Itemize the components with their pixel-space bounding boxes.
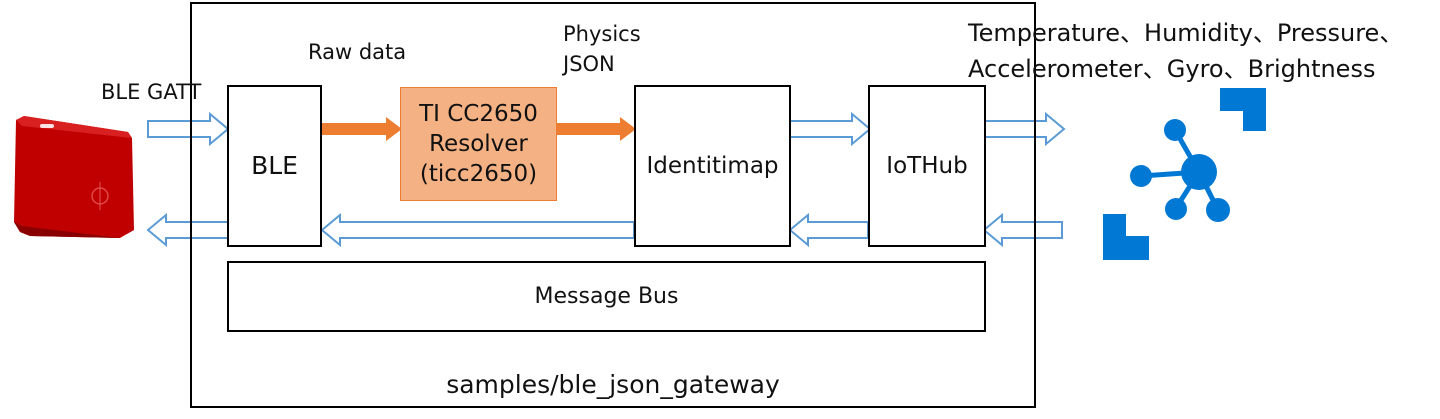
arrow-identitimap-to-ble — [320, 212, 635, 248]
ble-module-label: BLE — [251, 151, 298, 180]
gateway-container — [190, 2, 1036, 408]
ble-module: BLE — [227, 85, 322, 247]
sensor-types-line-1: Temperature、Humidity、Pressure、 — [968, 19, 1404, 47]
iothub-module: IoTHub — [868, 85, 986, 247]
azure-iot-hub-icon — [1103, 88, 1266, 260]
sensor-types-line-2: Accelerometer、Gyro、Brightness — [968, 55, 1376, 83]
resolver-line-2: Resolver — [429, 131, 528, 157]
identitimap-module-label: Identitimap — [646, 153, 779, 179]
iothub-module-label: IoTHub — [886, 153, 968, 179]
arrow-iothub-to-identitimap — [788, 212, 869, 248]
arrow-device-to-ble — [147, 111, 230, 147]
raw-data-label: Raw data — [308, 40, 407, 64]
resolver-module: TI CC2650 Resolver (ticc2650) — [400, 87, 557, 201]
identitimap-module: Identitimap — [634, 85, 791, 247]
sensortag-device-icon — [14, 116, 134, 238]
physics-json-label-line-1: Physics — [563, 22, 641, 46]
resolver-line-3: (ticc2650) — [419, 161, 538, 187]
physics-json-label-line-2: JSON — [563, 52, 615, 76]
arrow-identitimap-to-iothub — [789, 111, 872, 147]
message-bus-label: Message Bus — [534, 284, 679, 309]
ble-gatt-label: BLE GATT — [101, 80, 202, 104]
arrow-resolver-to-identitimap — [556, 117, 636, 141]
message-bus: Message Bus — [227, 261, 986, 332]
gateway-path-label: samples/ble_json_gateway — [446, 370, 780, 399]
arrow-ble-to-device — [146, 212, 229, 248]
arrow-iothub-to-cloud — [983, 111, 1066, 147]
resolver-line-1: TI CC2650 — [419, 101, 538, 127]
arrow-cloud-to-iothub — [982, 212, 1063, 248]
arrow-ble-to-resolver — [322, 117, 402, 141]
